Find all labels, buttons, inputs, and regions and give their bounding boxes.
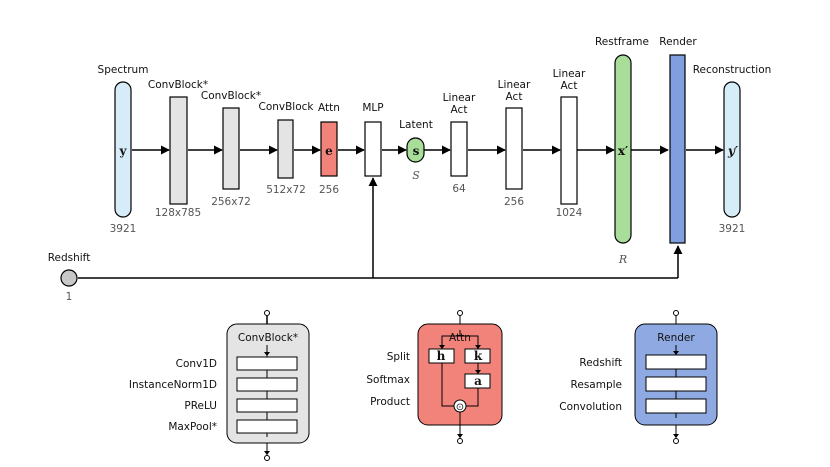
linear3-label-1: Linear (553, 68, 586, 80)
spectrum-symbol: y (119, 144, 128, 158)
linear1-label-1: Linear (443, 92, 476, 104)
attn-row-split: Split (387, 351, 410, 363)
mlp-node: MLP (362, 102, 384, 177)
convblock1-label: ConvBlock* (148, 79, 208, 91)
render-detail-panel: Render Redshift Resample Convolution (559, 310, 718, 444)
linear3-label-2: Act (561, 80, 578, 92)
convblock2-node: ConvBlock* 256x72 (201, 90, 261, 208)
restframe-sublabel: R (618, 253, 627, 266)
latent-symbol: s (413, 144, 420, 158)
linear1-dim: 64 (452, 183, 466, 195)
attn-row-product: Product (370, 396, 410, 408)
convblock-detail-panel: ConvBlock* Conv1D InstanceNorm1D PReLU M… (129, 310, 310, 461)
redshift-dim: 1 (66, 291, 73, 303)
redshift-node: Redshift 1 (48, 252, 91, 303)
convblock3-dim: 512x72 (266, 184, 306, 196)
reconstruction-label: Reconstruction (693, 64, 772, 76)
render-row-convolution: Convolution (559, 401, 622, 413)
restframe-node: Restframe x′ R (595, 36, 649, 266)
latent-sublabel: S (412, 169, 420, 182)
render-row-resample: Resample (571, 379, 622, 391)
render-detail-title: Render (657, 332, 695, 344)
linear2-label-2: Act (506, 91, 523, 103)
linear2-dim: 256 (504, 196, 524, 208)
attn-a-symbol: a (474, 374, 482, 388)
convblock-row-prelu: PReLU (184, 400, 217, 412)
convblock2-label: ConvBlock* (201, 90, 261, 102)
convblock1-node: ConvBlock* 128x785 (148, 79, 208, 219)
mlp-label: MLP (362, 102, 383, 114)
reconstruction-node: Reconstruction y′ 3921 (693, 64, 772, 235)
reconstruction-symbol: y′ (727, 144, 739, 158)
latent-node: Latent s S (399, 119, 433, 182)
convblock1-dim: 128x785 (155, 207, 201, 219)
convblock3-label: ConvBlock (258, 101, 314, 113)
attn-dim: 256 (319, 184, 339, 196)
attn-detail-panel: Attn h k a ⊙ Split Softmax Product (366, 310, 503, 444)
attn-symbol: e (325, 144, 333, 158)
linear3-dim: 1024 (556, 207, 583, 219)
spectrum-node: Spectrum y 3921 (98, 64, 149, 235)
attn-node: Attn e 256 (318, 102, 340, 196)
attn-row-softmax: Softmax (366, 374, 410, 386)
linear1-node: Linear Act 64 (443, 92, 476, 195)
render-row-redshift: Redshift (579, 357, 622, 369)
spectrum-dim: 3921 (110, 223, 137, 235)
convblock-row-conv1d: Conv1D (176, 358, 217, 370)
render-node: Render (659, 36, 697, 244)
reconstruction-dim: 3921 (719, 223, 746, 235)
attn-h-symbol: h (437, 349, 446, 363)
attn-k-symbol: k (474, 349, 483, 363)
linear2-label-1: Linear (498, 79, 531, 91)
attn-label: Attn (318, 102, 340, 114)
restframe-symbol: x′ (618, 144, 628, 158)
linear2-node: Linear Act 256 (498, 79, 531, 208)
redshift-label: Redshift (48, 252, 91, 264)
attn-detail-title: Attn (449, 332, 471, 344)
render-label: Render (659, 36, 697, 48)
convblock2-dim: 256x72 (211, 196, 251, 208)
spectrum-label: Spectrum (98, 64, 149, 76)
convblock-row-maxpool: MaxPool* (168, 421, 217, 433)
restframe-label: Restframe (595, 36, 649, 48)
attn-odot-symbol: ⊙ (456, 402, 464, 413)
latent-label: Latent (399, 119, 433, 131)
convblock-detail-title: ConvBlock* (238, 332, 298, 344)
main-flow-arrows (78, 145, 724, 279)
linear1-label-2: Act (451, 104, 468, 116)
convblock3-node: ConvBlock 512x72 (258, 101, 314, 196)
linear3-node: Linear Act 1024 (553, 68, 586, 219)
convblock-row-instancenorm: InstanceNorm1D (129, 379, 217, 391)
